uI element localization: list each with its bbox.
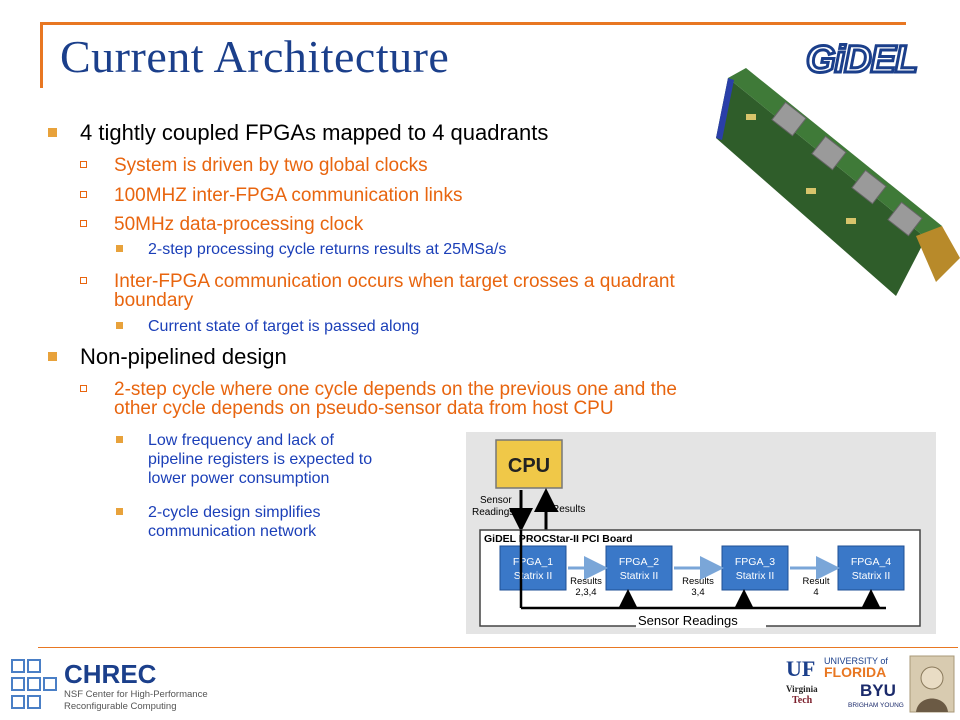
bullet-l2: 50MHz data-processing clock (80, 214, 364, 235)
chrec-logo: CHREC NSF Center for High-Performance Re… (11, 659, 208, 712)
bullet-marker (80, 277, 87, 284)
sensor-label-line1: Sensor (480, 495, 512, 506)
uf-mark: UF (786, 656, 815, 681)
university-logos: UF UNIVERSITY of FLORIDA Virginia Tech B… (786, 655, 955, 713)
bullet-l3: 2-cycle design simplifies communication n… (116, 503, 321, 541)
link-label-line2: 4 (813, 587, 818, 598)
bullet-marker (116, 322, 123, 329)
fpga-sub: Statrix II (620, 570, 659, 582)
fpga-sub: Statrix II (514, 570, 553, 582)
bullet-marker (80, 191, 87, 198)
fpga-name: FPGA_2 (619, 556, 659, 568)
bullet-text-line1: Low frequency and lack of (148, 432, 334, 449)
bullet-text-line1: 2-step cycle where one cycle depends on … (114, 379, 677, 400)
footer-rule (38, 647, 958, 648)
board-title: GiDEL PROCStar-II PCI Board (484, 533, 633, 545)
bullet-text: System is driven by two global clocks (114, 155, 428, 176)
bullet-l2: System is driven by two global clocks (80, 155, 428, 176)
bullet-text-line1: 2-cycle design simplifies (148, 504, 321, 521)
bullet-text-line2: other cycle depends on pseudo-sensor dat… (114, 398, 614, 419)
bullet-marker (48, 128, 57, 137)
fpga-name: FPGA_1 (513, 556, 553, 568)
fpga-name: FPGA_3 (735, 556, 775, 568)
bullet-l3: Current state of target is passed along (116, 317, 420, 336)
sensor-label-line2: Readings (472, 507, 514, 518)
chrec-sub-line1: NSF Center for High-Performance (64, 689, 208, 700)
chrec-name: CHREC (64, 659, 157, 689)
link-label-line1: Result (803, 576, 830, 587)
bullet-text-line2: boundary (114, 290, 194, 311)
cpu-label: CPU (508, 455, 550, 477)
fpga-box (605, 545, 673, 591)
bullet-l3: 2-step processing cycle returns results … (116, 240, 507, 259)
gidel-logo-text: GiDEL (806, 39, 917, 81)
bullet-l1: 4 tightly coupled FPGAs mapped to 4 quad… (48, 120, 549, 146)
bullet-text: Current state of target is passed along (148, 318, 420, 335)
fpga-sub: Statrix II (852, 570, 891, 582)
vt-line2: Tech (792, 695, 813, 706)
fpga-box (837, 545, 905, 591)
link-label-line1: Results (682, 576, 714, 587)
bullet-marker (80, 385, 87, 392)
bullet-marker (80, 220, 87, 227)
bullet-text-line2: pipeline registers is expected to (148, 451, 373, 468)
link-label-line1: Results (570, 576, 602, 587)
uf-line1: UNIVERSITY of (824, 656, 888, 666)
pci-board-image (716, 68, 960, 296)
results-up-label: Results (552, 504, 585, 515)
chrec-sub-line2: Reconfigurable Computing (64, 701, 176, 712)
title-frame-left (40, 22, 43, 88)
byu-mark: BYU (860, 681, 896, 700)
gidel-logo: GiDEL (805, 38, 920, 83)
bullet-text-line1: Inter-FPGA communication occurs when tar… (114, 271, 675, 292)
bullet-text-line2: communication network (148, 523, 317, 540)
fpga-box (721, 545, 789, 591)
slide-title: Current Architecture (60, 31, 450, 82)
bullet-l2: 2-step cycle where one cycle depends on … (80, 379, 677, 419)
bullet-marker (48, 352, 57, 361)
bullet-l3: Low frequency and lack of pipeline regist… (116, 431, 373, 488)
fpga-boxes (499, 545, 905, 591)
bullet-marker (116, 436, 123, 443)
fpga-sub: Statrix II (736, 570, 775, 582)
bullet-text: 4 tightly coupled FPGAs mapped to 4 quad… (80, 120, 549, 145)
bullet-text-line3: lower power consumption (148, 470, 330, 487)
uf-line2: FLORIDA (824, 664, 886, 680)
architecture-diagram: CPU Sensor Readings Results GiDEL PROCSt… (466, 432, 936, 634)
bullet-text: 100MHZ inter-FPGA communication links (114, 185, 463, 206)
bullet-marker (80, 161, 87, 168)
bullet-marker (116, 508, 123, 515)
link-label-line2: 2,3,4 (575, 587, 596, 598)
fpga-box (499, 545, 567, 591)
link-label-line2: 3,4 (691, 587, 704, 598)
fpga-name: FPGA_4 (851, 556, 891, 568)
vt-line1: Virginia (786, 684, 818, 694)
bullet-text: 50MHz data-processing clock (114, 214, 364, 235)
title-frame-top (40, 22, 906, 25)
bullet-text: Non-pipelined design (80, 344, 287, 369)
byu-sub: BRIGHAM YOUNG (848, 702, 904, 709)
bullet-l1: Non-pipelined design (48, 344, 287, 370)
sensor-bus-label: Sensor Readings (638, 613, 738, 628)
bullet-l2: Inter-FPGA communication occurs when tar… (80, 271, 675, 311)
cpu-box (495, 439, 563, 489)
bullet-l2: 100MHZ inter-FPGA communication links (80, 185, 463, 206)
bullet-text: 2-step processing cycle returns results … (148, 241, 507, 258)
bullet-marker (116, 245, 123, 252)
